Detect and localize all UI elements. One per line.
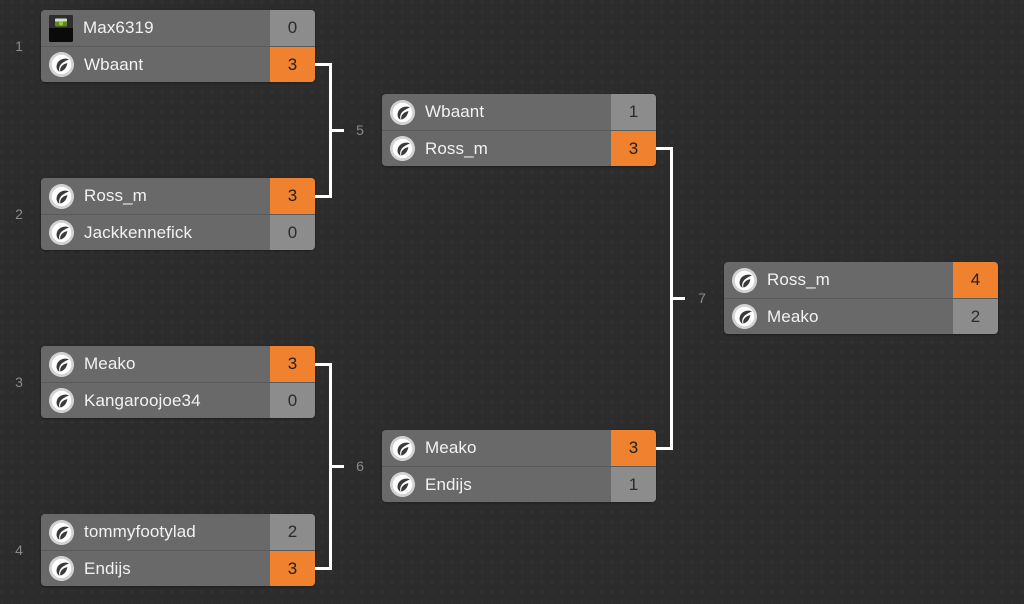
match-number-2: 2: [15, 206, 23, 222]
player-name: Meako: [767, 306, 819, 326]
connector-segment: [656, 147, 673, 150]
match-number-5: 5: [356, 122, 364, 138]
player-name: Jackkennefick: [84, 222, 193, 242]
player-name: Max6319: [83, 18, 154, 37]
match-slot[interactable]: Max6319 0: [41, 10, 315, 46]
match-slot[interactable]: Ross_m 3: [382, 130, 656, 166]
match-number-3: 3: [15, 374, 23, 390]
player-name: Endijs: [84, 558, 131, 578]
match-slot[interactable]: Wbaant 1: [382, 94, 656, 130]
player-name: Kangaroojoe34: [84, 390, 201, 410]
match-slot[interactable]: Endijs 3: [41, 550, 315, 586]
player-name: Wbaant: [425, 102, 485, 121]
player-name: Meako: [84, 354, 136, 373]
match-number-4: 4: [15, 542, 23, 558]
default-avatar-icon: [732, 267, 757, 293]
connector-segment: [315, 195, 332, 198]
match-slot[interactable]: Ross_m 3: [41, 178, 315, 214]
connector-segment: [332, 465, 344, 468]
player-name: tommyfootylad: [84, 522, 196, 541]
match-slot[interactable]: Ross_m 4: [724, 262, 998, 298]
connector-segment: [332, 129, 344, 132]
default-avatar-icon: [390, 99, 415, 125]
player-name: Ross_m: [84, 186, 147, 205]
player-score: 0: [270, 215, 315, 250]
player-name: Endijs: [425, 474, 472, 494]
player-score: 1: [611, 94, 656, 130]
default-avatar-icon: [49, 351, 74, 377]
match-number-6: 6: [356, 458, 364, 474]
player-score: 4: [953, 262, 998, 298]
player-name: Meako: [425, 438, 477, 457]
default-avatar-icon: [49, 183, 74, 209]
connector-segment: [673, 297, 685, 300]
connector-segment: [315, 63, 332, 66]
match-slot[interactable]: tommyfootylad 2: [41, 514, 315, 550]
match-slot[interactable]: Meako 3: [41, 346, 315, 382]
connector-segment: [329, 363, 332, 570]
match-slot[interactable]: Jackkennefick 0: [41, 214, 315, 250]
player-name: Ross_m: [767, 270, 830, 289]
connector-segment: [656, 447, 673, 450]
player-score: 3: [270, 178, 315, 214]
match-slot[interactable]: Meako 2: [724, 298, 998, 334]
default-avatar-icon: [49, 220, 74, 245]
player-score: 3: [270, 47, 315, 82]
connector-segment: [329, 63, 332, 198]
match-slot[interactable]: Kangaroojoe34 0: [41, 382, 315, 418]
player-score: 3: [611, 430, 656, 466]
default-avatar-icon: [49, 388, 74, 413]
match-slot[interactable]: Meako 3: [382, 430, 656, 466]
default-avatar-icon: [49, 52, 74, 77]
player-score: 1: [611, 467, 656, 502]
match-slot[interactable]: Wbaant 3: [41, 46, 315, 82]
player-name: Ross_m: [425, 138, 488, 158]
connector-segment: [315, 567, 332, 570]
photo-avatar-icon: [49, 14, 73, 42]
match-number-7: 7: [698, 290, 706, 306]
default-avatar-icon: [390, 136, 415, 161]
player-score: 3: [611, 131, 656, 166]
player-score: 3: [270, 551, 315, 586]
player-score: 2: [270, 514, 315, 550]
player-name: Wbaant: [84, 54, 144, 74]
player-score: 3: [270, 346, 315, 382]
default-avatar-icon: [732, 304, 757, 329]
player-score: 0: [270, 10, 315, 46]
match-slot[interactable]: Endijs 1: [382, 466, 656, 502]
default-avatar-icon: [390, 472, 415, 497]
match-number-1: 1: [15, 38, 23, 54]
default-avatar-icon: [49, 519, 74, 545]
default-avatar-icon: [49, 556, 74, 581]
player-score: 0: [270, 383, 315, 418]
player-score: 2: [953, 299, 998, 334]
connector-segment: [670, 147, 673, 450]
connector-segment: [315, 363, 332, 366]
default-avatar-icon: [390, 435, 415, 461]
